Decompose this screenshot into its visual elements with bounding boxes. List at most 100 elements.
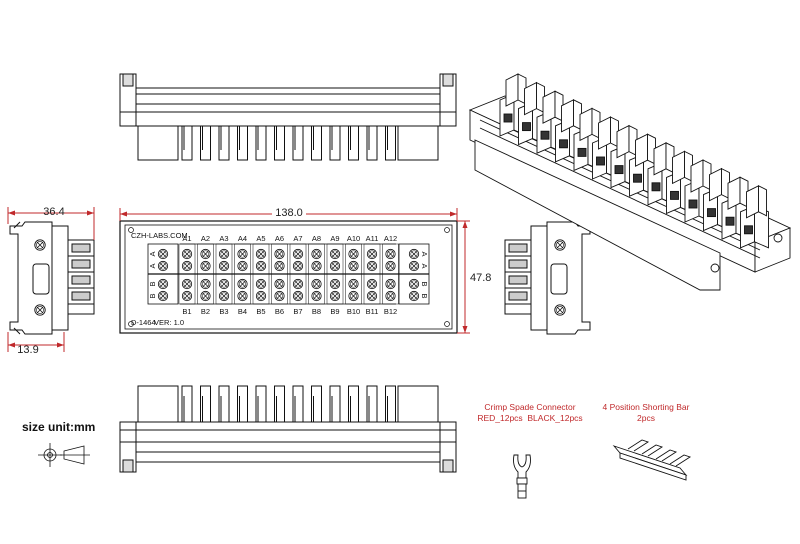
- terminal-column: [178, 243, 196, 305]
- terminal-screw: [218, 278, 230, 290]
- terminal-screw: [366, 290, 378, 302]
- terminal-screw: [329, 260, 341, 272]
- terminal-screw: [218, 248, 230, 260]
- terminal-screw: [292, 290, 304, 302]
- crimp-connector-note: Crimp Spade Connector RED_12pcs BLACK_12…: [470, 402, 590, 424]
- terminal-screw: [255, 290, 267, 302]
- crimp-connector-title: Crimp Spade Connector: [484, 402, 576, 412]
- row-side-label: A: [420, 263, 429, 268]
- row-side-label: B: [420, 281, 429, 286]
- row-side-label: A: [148, 251, 157, 256]
- fin-top: [218, 125, 230, 161]
- terminal-label-bottom: B3: [219, 307, 228, 316]
- projection-symbol: [38, 443, 90, 467]
- terminal-screw: [200, 290, 211, 302]
- fin-top: [237, 125, 248, 161]
- fin-top: [181, 125, 193, 161]
- terminal-screw: [237, 260, 248, 272]
- terminal-screw: [329, 248, 341, 260]
- terminal-label-top: A9: [330, 234, 339, 243]
- terminal-label-top: A7: [293, 234, 302, 243]
- terminal-screw: [311, 290, 322, 302]
- isometric-view: [468, 73, 792, 291]
- terminal-screw: [255, 278, 267, 290]
- end-block-screw: [408, 260, 420, 272]
- terminal-label-bottom: B8: [312, 307, 321, 316]
- fin-top: [311, 125, 322, 161]
- terminal-screw: [348, 290, 359, 302]
- end-block-screw: [157, 290, 169, 302]
- width-value: 138.0: [275, 207, 303, 219]
- row-side-label: B: [148, 293, 157, 298]
- terminal-label-bottom: B6: [275, 307, 284, 316]
- terminal-screw: [181, 260, 193, 272]
- terminal-screw: [200, 278, 211, 290]
- terminal-screw: [385, 290, 396, 302]
- shorting-bar-title: 4 Position Shorting Bar: [602, 402, 690, 412]
- fin-top: [274, 125, 285, 161]
- iso-terminal-block: [740, 185, 769, 249]
- terminal-screw: [181, 278, 193, 290]
- terminal-screw: [329, 290, 341, 302]
- terminal-label-top: A8: [312, 234, 321, 243]
- crimp-connector-spec: RED_12pcs BLACK_12pcs: [477, 413, 583, 423]
- right-side-view: [504, 221, 591, 335]
- terminal-screw: [329, 278, 341, 290]
- terminal-screw: [237, 278, 248, 290]
- left-side-view: [9, 221, 95, 335]
- terminal-column: [289, 243, 307, 305]
- fin-top: [385, 125, 396, 161]
- terminal-label-bottom: B7: [293, 307, 302, 316]
- end-block-screw: [408, 278, 420, 290]
- terminal-label-bottom: B2: [201, 307, 210, 316]
- board-model: D-1464: [131, 318, 156, 327]
- terminal-label-bottom: B4: [238, 307, 247, 316]
- terminal-screw: [292, 278, 304, 290]
- terminal-label-bottom: B11: [366, 307, 379, 316]
- top-view: [119, 73, 457, 161]
- terminal-screw: [311, 278, 322, 290]
- terminal-screw: [366, 278, 378, 290]
- terminal-screw: [255, 260, 267, 272]
- row-side-label: B: [148, 281, 157, 286]
- terminal-label-bottom: B12: [384, 307, 397, 316]
- terminal-screw: [274, 260, 285, 272]
- terminal-screw: [181, 290, 193, 302]
- height-value: 47.8: [470, 272, 491, 284]
- terminal-screw: [348, 278, 359, 290]
- terminal-screw: [181, 248, 193, 260]
- terminal-screw: [366, 260, 378, 272]
- terminal-screw: [218, 290, 230, 302]
- row-side-label: A: [420, 251, 429, 256]
- bottom-view: [119, 385, 457, 473]
- terminal-screw: [311, 248, 322, 260]
- height-dimension: 47.8: [457, 220, 491, 334]
- terminal-screw: [348, 260, 359, 272]
- iso-terminal-block: [592, 116, 621, 180]
- terminal-screw: [274, 248, 285, 260]
- terminal-column: [197, 243, 214, 305]
- terminal-label-top: A2: [201, 234, 210, 243]
- end-block-screw: [408, 248, 420, 260]
- terminal-screw: [385, 278, 396, 290]
- terminal-column: [382, 243, 399, 305]
- terminal-label-top: A5: [256, 234, 265, 243]
- end-block-screw: [157, 260, 169, 272]
- terminal-screw: [311, 260, 322, 272]
- terminal-screw: [218, 260, 230, 272]
- shorting-bar-note: 4 Position Shorting Bar 2pcs: [596, 402, 696, 424]
- fin-top: [329, 125, 341, 161]
- terminal-label-bottom: B9: [330, 307, 339, 316]
- terminal-column: [252, 243, 270, 305]
- depth-value: 36.4: [43, 206, 64, 218]
- terminal-label-top: A6: [275, 234, 284, 243]
- end-block-screw: [157, 248, 169, 260]
- terminal-screw: [274, 290, 285, 302]
- terminal-screw: [200, 260, 211, 272]
- board-version: VER: 1.0: [154, 318, 184, 327]
- fin-top: [200, 125, 211, 161]
- terminal-label-top: A11: [366, 234, 379, 243]
- fin-top: [292, 125, 304, 161]
- terminal-column: [326, 243, 344, 305]
- rail-offset-dimension: 13.9: [7, 332, 65, 356]
